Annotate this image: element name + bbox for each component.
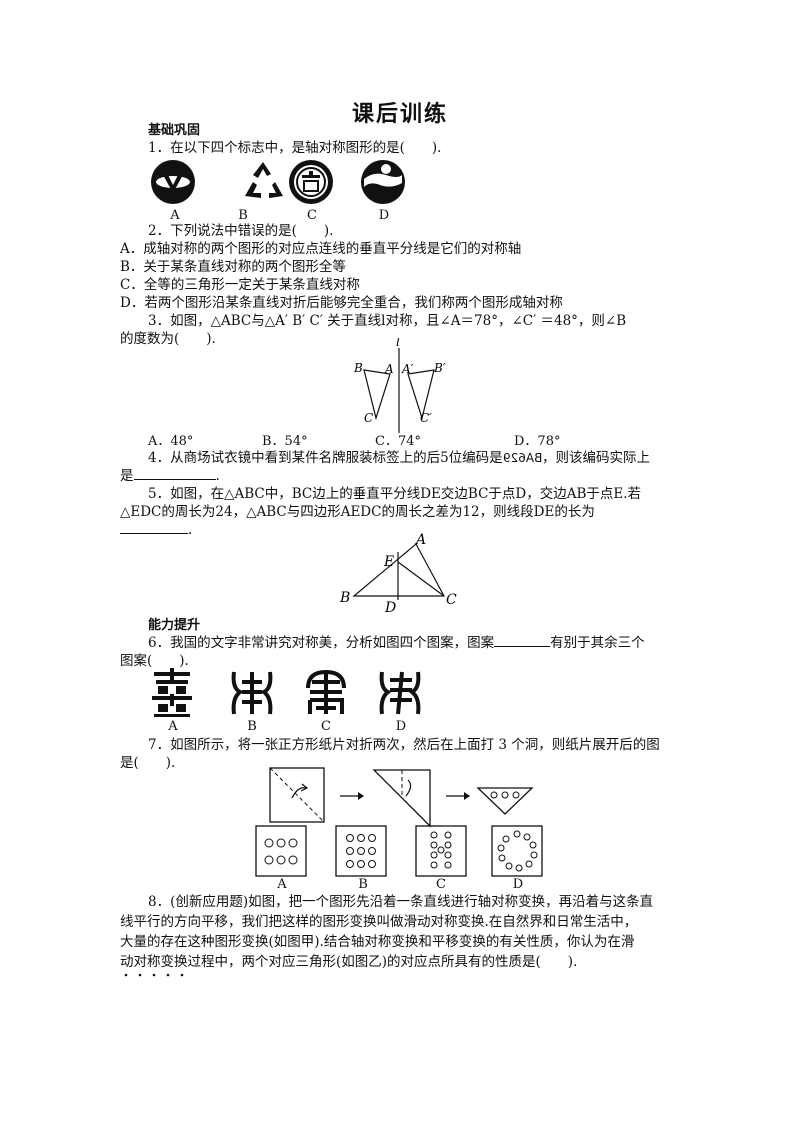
logo-c-icon: [289, 160, 333, 204]
q2-option-b: B．关于某条直线对称的两个图形全等: [120, 259, 346, 275]
q3-option-d: D．78°: [514, 434, 561, 449]
label-e: E: [383, 554, 394, 570]
q7-label-b: B: [358, 877, 368, 892]
q6-line1a-text: 6．我国的文字非常讲究对称美，分析如图四个图案，图案: [148, 635, 495, 651]
q3-line2: 的度数为( ).: [120, 331, 216, 347]
logo-a-icon: [151, 160, 195, 204]
label-c-prime: C′: [420, 411, 432, 425]
q7-label-a: A: [277, 877, 287, 892]
logo-b-recycle-icon: [245, 162, 283, 198]
q4-line2: 是.: [120, 468, 220, 484]
q7-label-c: C: [436, 877, 446, 892]
q7-line2: 是( ).: [120, 755, 176, 771]
q1-label-a: A: [170, 208, 180, 223]
pattern-b-icon: [231, 671, 273, 715]
label-a-prime: A′: [401, 362, 414, 376]
q6-label-a: A: [168, 719, 178, 734]
arrow-right-icon-2: [446, 792, 470, 800]
q1-label-c: C: [307, 208, 317, 223]
label-a: A: [414, 532, 426, 548]
pattern-c-icon: [306, 669, 346, 714]
q6-characters-figure: [152, 668, 421, 717]
triangle-abc-prime: [407, 369, 435, 421]
label-l: l: [396, 338, 400, 349]
q2-option-c: C．全等的三角形一定关于某条直线对称: [120, 277, 360, 293]
q8-line2: 线平行的方向平移，我们把这样的图形变换叫做滑动对称变换.在自然界和日常生活中，: [120, 914, 638, 930]
label-c: C: [446, 592, 457, 608]
q4-line1b-text: ，则该编码实际上: [542, 450, 651, 466]
q8-line1: 8．(创新应用题)如图，把一个图形先沿着一条直线进行轴对称变换，再沿着与这条直: [148, 894, 654, 910]
q4-line1: 4．从商场试衣镜中看到某件名牌服装标签上的后5位编码是BA629，则该编码实际上: [148, 449, 708, 467]
section-advanced: 能力提升: [148, 618, 201, 633]
logo-d-icon: [361, 160, 405, 204]
fold-step-2: [372, 769, 431, 828]
section-basic: 基础巩固: [148, 123, 201, 138]
fold-step-1: [269, 767, 325, 823]
q6-label-d: D: [395, 719, 407, 734]
q5-line2: △EDC的周长为24，△ABC与四边形AEDC的周长之差为12，则线段DE的长为: [120, 504, 595, 520]
q7-line1: 7．如图所示，将一张正方形纸片对折两次，然后在上面打 3 个洞，则纸片展开后的图: [148, 737, 660, 753]
q1-label-b: B: [238, 208, 248, 223]
q2-option-a: A．成轴对称的两个图形的对应点连线的垂直平分线是它们的对称轴: [120, 241, 522, 257]
q4-mirror-code: BA629: [502, 451, 543, 465]
label-b: B: [353, 361, 363, 375]
q2-text: 2．下列说法中错误的是( ).: [148, 223, 334, 239]
q6-line1: 6．我国的文字非常讲究对称美，分析如图四个图案，图案 有别于其余三个: [148, 634, 708, 652]
q3-option-a: A．48°: [148, 434, 194, 449]
fold-step-3: [476, 787, 534, 815]
segment-ec: [397, 561, 445, 597]
q1-logos-figure: [151, 160, 405, 204]
pattern-d-icon: [379, 671, 421, 715]
q7-paper-folding-figure: [255, 767, 543, 877]
q3-triangle-figure: l B A A′ B′ C C′: [353, 338, 446, 433]
arrow-right-icon-1: [340, 792, 364, 800]
q3-option-b: B．54°: [262, 434, 308, 449]
q3-option-c: C．74°: [375, 434, 421, 449]
triangle-abc: [363, 369, 391, 421]
q1-label-d: D: [378, 208, 390, 223]
q3-line1: 3．如图，△ABC与△A′ B′ C′ 关于直线l对称，且∠A＝78°，∠C′ …: [148, 313, 627, 329]
label-b: B: [339, 590, 350, 606]
q6-line1b-text: 有别于其余三个: [550, 635, 645, 651]
q5-line1: 5．如图，在△ABC中，BC边上的垂直平分线DE交边BC于点D，交边AB于点E.…: [148, 486, 642, 502]
label-c: C: [364, 411, 373, 425]
q2-option-d: D．若两个图形沿某条直线对折后能够完全重合，我们称两个图形成轴对称: [120, 295, 563, 311]
q7-label-d: D: [512, 877, 524, 892]
emphasis-dots: [124, 973, 184, 977]
q5-triangle-figure: A E B C D: [339, 532, 457, 616]
q6-line2: 图案( ).: [120, 653, 189, 669]
option-a-square: [255, 825, 307, 877]
q8-line4: 动对称变换过程中，两个对应三角形(如图乙)的对应点所具有的性质是( ).: [120, 954, 578, 970]
label-d: D: [384, 600, 396, 616]
q1-text: 1．在以下四个标志中，是轴对称图形的是( ).: [148, 140, 442, 156]
q6-label-c: C: [321, 719, 331, 734]
q6-label-b: B: [247, 719, 257, 734]
q8-line3: 大量的存在这种图形变换(如图甲).结合轴对称变换和平移变换的有关性质，你认为在滑: [120, 934, 635, 950]
q5-answer-blank[interactable]: [120, 533, 188, 534]
label-b-prime: B′: [433, 361, 446, 375]
q4-line1-text: 4．从商场试衣镜中看到某件名牌服装标签上的后5位编码是: [148, 450, 503, 466]
page-title: 课后训练: [351, 101, 448, 127]
option-d-square: [491, 825, 543, 877]
q4-line2-text: 是: [120, 468, 134, 484]
q4-answer-blank[interactable]: [133, 479, 216, 480]
q6-answer-blank[interactable]: [494, 646, 551, 647]
q5-line3: .: [120, 521, 680, 539]
label-a: A: [384, 362, 394, 376]
option-b-square: [335, 825, 387, 877]
pattern-a-icon: [152, 668, 192, 717]
option-c-square: [415, 825, 467, 877]
triangle-abc: [352, 543, 446, 597]
